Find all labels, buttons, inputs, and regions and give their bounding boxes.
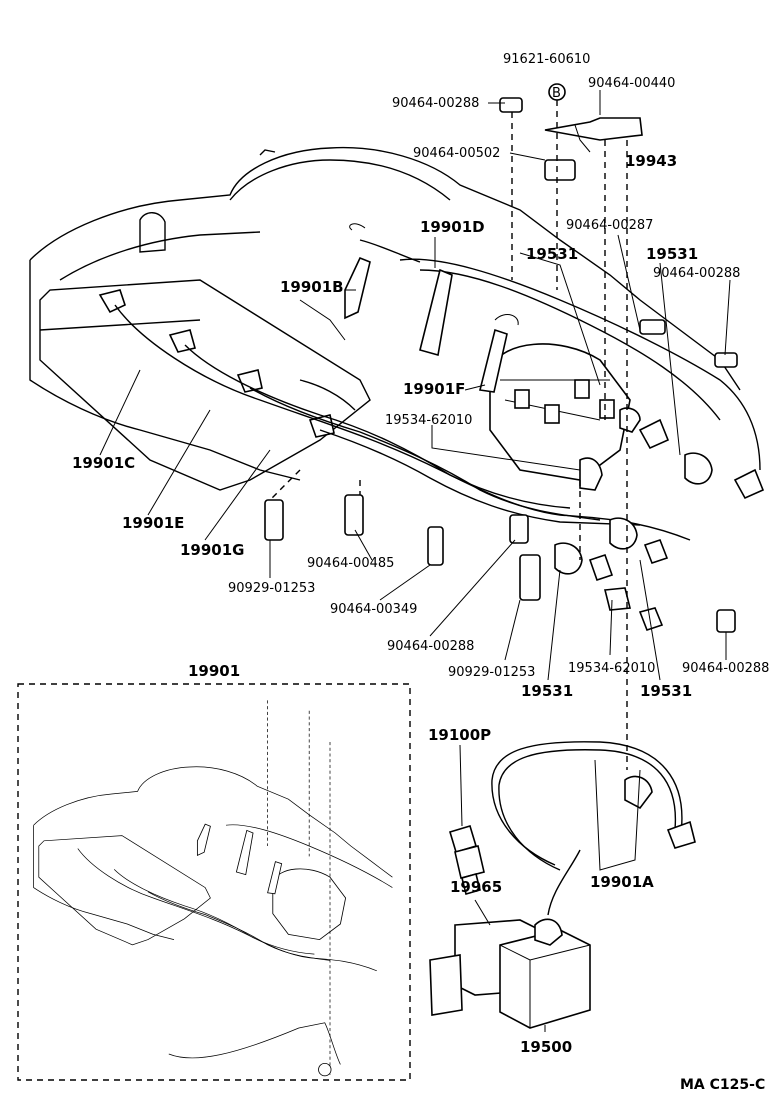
label-19901F: 19901F <box>403 380 465 398</box>
label-90464-00288-br: 90464-00288 <box>682 661 769 676</box>
clamps <box>264 97 738 633</box>
label-19534-62010-top: 19534-62010 <box>385 413 472 428</box>
leader-lines <box>99 90 731 681</box>
label-90464-00349: 90464-00349 <box>330 602 417 617</box>
label-19901D: 19901D <box>420 218 485 236</box>
plug-wire-harness <box>114 239 761 541</box>
wire-19901B <box>344 223 371 320</box>
label-19943: 19943 <box>625 152 677 170</box>
ignition-coil-19500 <box>499 849 591 1029</box>
label-90929-01253-mid: 90929-01253 <box>448 665 535 680</box>
part-labels: 91621-60610 B 90464-00440 90464-00288 90… <box>72 52 769 1093</box>
label-19500: 19500 <box>520 1038 572 1056</box>
spark-plug-boots <box>98 289 335 438</box>
wire-19901F <box>479 314 519 393</box>
label-90464-00287: 90464-00287 <box>566 218 653 233</box>
label-b-marker: B <box>552 86 561 101</box>
distributor <box>489 343 631 481</box>
label-90929-01253-left: 90929-01253 <box>228 581 315 596</box>
diagram-code: MA C125-C <box>680 1077 765 1093</box>
label-19965: 19965 <box>450 878 502 896</box>
label-19901A: 19901A <box>590 873 654 891</box>
label-19901E: 19901E <box>122 514 184 532</box>
label-19531-d: 19531 <box>640 682 692 700</box>
assembly-thumbnail <box>33 700 393 1077</box>
spark-plug-19100P <box>449 825 485 895</box>
label-90464-00288-top: 90464-00288 <box>392 96 479 111</box>
label-19531-a: 19531 <box>526 245 578 263</box>
label-90464-00440: 90464-00440 <box>588 76 675 91</box>
engine-block-outline <box>29 146 741 491</box>
label-19534-62010-bot: 19534-62010 <box>568 661 655 676</box>
dashed-locators <box>269 100 628 770</box>
wire-19901D <box>419 268 453 357</box>
label-19531-b: 19531 <box>646 245 698 263</box>
label-90464-00288-right: 90464-00288 <box>653 266 740 281</box>
label-19901B: 19901B <box>280 278 344 296</box>
label-90464-00485: 90464-00485 <box>307 556 394 571</box>
wire-boots-right <box>554 407 765 631</box>
label-19531-c: 19531 <box>521 682 573 700</box>
coil-leader-lines <box>459 744 641 1032</box>
label-19901: 19901 <box>188 662 240 680</box>
label-91621-60610: 91621-60610 <box>503 52 590 67</box>
assembly-box-19901 <box>17 683 411 1081</box>
label-90464-00502: 90464-00502 <box>413 146 500 161</box>
label-19100P: 19100P <box>428 726 491 744</box>
label-19901C: 19901C <box>72 454 135 472</box>
label-90464-00288-mid: 90464-00288 <box>387 639 474 654</box>
coil-wire-19901A <box>491 741 696 871</box>
label-19901G: 19901G <box>180 541 245 559</box>
